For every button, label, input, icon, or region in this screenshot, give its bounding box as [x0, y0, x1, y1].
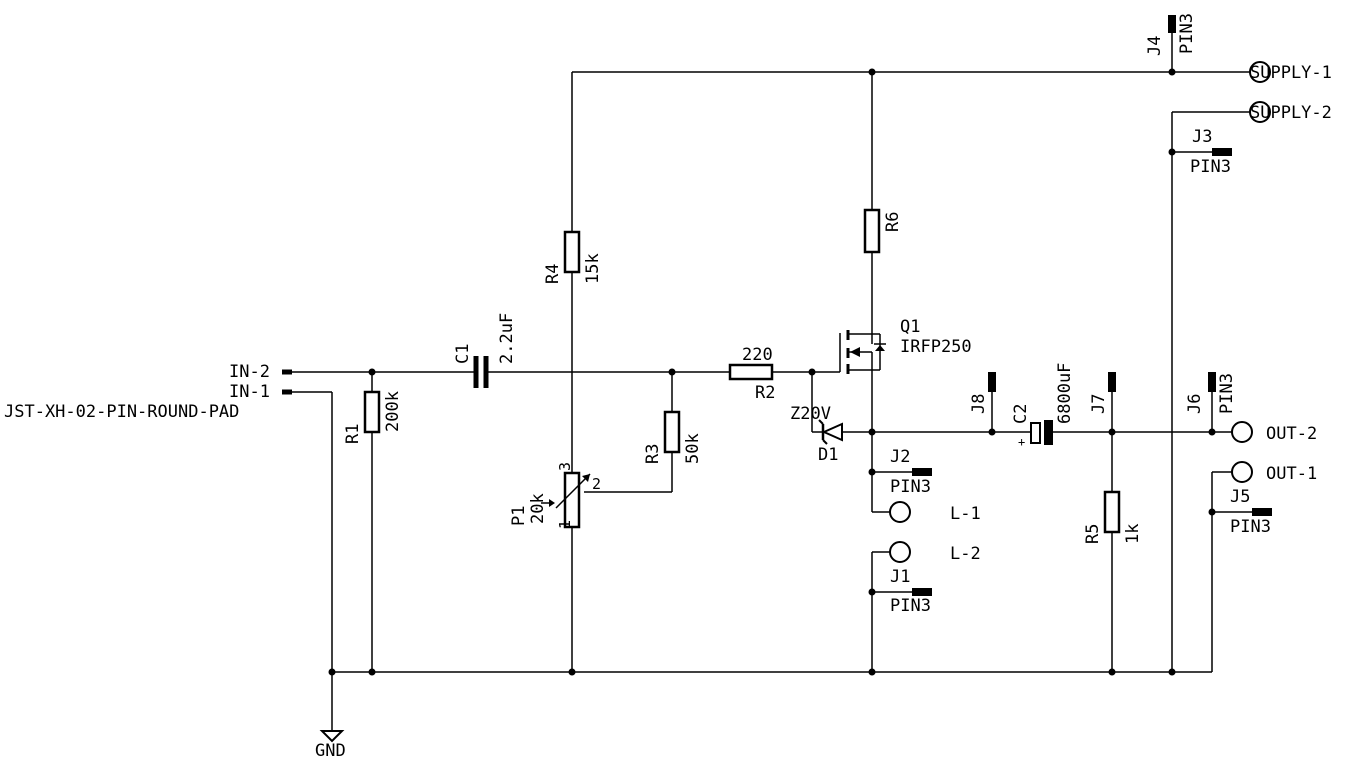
resistor-r1: R1 200k [343, 390, 403, 444]
gnd-label: GND [315, 741, 346, 761]
c2-ref: C2 [1011, 404, 1031, 424]
j8-ref: J8 [969, 394, 989, 414]
jumper-j1: J1 PIN3 [890, 567, 932, 616]
in2-label: IN-2 [229, 362, 270, 382]
j6-ref: J6 [1185, 394, 1205, 414]
j4-type: PIN3 [1177, 13, 1197, 54]
j5-ref: J5 [1230, 487, 1250, 507]
jumper-j6: J6 PIN3 [1185, 372, 1237, 414]
p1-pin2: 2 [592, 475, 601, 493]
capacitor-c2: + C2 6800uF [1011, 363, 1075, 449]
jumper-j4: J4 PIN3 [1145, 13, 1197, 56]
r3-ref: R3 [643, 444, 663, 464]
r3-value: 50k [683, 433, 703, 464]
junction-dot [868, 428, 876, 436]
j3-ref: J3 [1192, 127, 1212, 147]
junction-dot [1168, 668, 1176, 676]
r1-ref: R1 [343, 424, 363, 444]
j7-ref: J7 [1089, 394, 1109, 414]
resistor-r6: R6 [863, 208, 903, 254]
junction-dot [568, 668, 576, 676]
junction-dot [1168, 68, 1176, 76]
junction-dot [1168, 148, 1176, 156]
terminal-supply-2: SUPPLY-2 [1249, 101, 1332, 123]
r2-ref: R2 [755, 383, 775, 403]
terminal-out-1: OUT-1 [1231, 461, 1317, 484]
jumper-j5: J5 PIN3 [1230, 487, 1272, 537]
resistor-r5: R5 1k [1083, 490, 1143, 544]
d1-value: Z20V [790, 404, 831, 424]
junction-dot [868, 468, 876, 476]
junctions [328, 68, 1216, 676]
capacitor-c1: C1 2.2uF [453, 313, 517, 388]
resistor-r3: R3 50k [643, 410, 703, 464]
l-2-label: L-2 [950, 544, 981, 564]
p1-value: 20k [528, 493, 548, 524]
jumper-j2: J2 PIN3 [890, 447, 932, 497]
r5-value: 1k [1123, 524, 1143, 544]
junction-dot [808, 368, 816, 376]
junction-dot [668, 368, 676, 376]
terminal-l-1: L-1 [889, 501, 981, 524]
r6-ref: R6 [883, 212, 903, 232]
in1-label: IN-1 [229, 382, 270, 402]
c1-ref: C1 [453, 344, 473, 364]
j5-type: PIN3 [1230, 517, 1271, 537]
junction-dot [1208, 428, 1216, 436]
connector-label: JST-XH-02-PIN-ROUND-PAD [4, 402, 239, 422]
c2-value: 6800uF [1055, 363, 1075, 424]
j1-ref: J1 [890, 567, 910, 587]
d1-ref: D1 [818, 445, 838, 465]
r1-value: 200k [383, 391, 403, 432]
junction-dot [368, 368, 376, 376]
r2-value: 220 [742, 345, 773, 365]
out-1-label: OUT-1 [1266, 464, 1317, 484]
j2-ref: J2 [890, 447, 910, 467]
junction-dot [328, 668, 336, 676]
jumper-j8: J8 [969, 372, 996, 414]
junction-dot [868, 588, 876, 596]
junction-dot [368, 668, 376, 676]
r4-value: 15k [583, 253, 603, 284]
j2-type: PIN3 [890, 477, 931, 497]
j3-type: PIN3 [1190, 157, 1231, 177]
p1-pin3: 3 [556, 462, 574, 471]
junction-dot [1108, 428, 1116, 436]
gnd-symbol: GND [315, 730, 346, 761]
c2-polarity: + [1018, 435, 1025, 449]
q1-value: IRFP250 [900, 337, 972, 357]
junction-dot [1208, 508, 1216, 516]
junction-dot [868, 68, 876, 76]
p1-ref: P1 [509, 506, 529, 526]
wires [282, 32, 1252, 730]
terminal-out-2: OUT-2 [1231, 421, 1317, 444]
mosfet-q1: Q1 IRFP250 [839, 317, 972, 374]
junction-dot [988, 428, 996, 436]
p1-pin1: 1 [556, 520, 574, 529]
r5-ref: R5 [1083, 524, 1103, 544]
r4-ref: R4 [543, 264, 563, 284]
potentiometer-p1: P1 20k 1 3 2 [509, 462, 601, 529]
l-1-label: L-1 [950, 504, 981, 524]
input-connector: IN-2 IN-1 JST-XH-02-PIN-ROUND-PAD [4, 362, 292, 422]
c1-value: 2.2uF [497, 313, 517, 364]
supply-2-label: SUPPLY-2 [1250, 103, 1332, 123]
jumper-j3: J3 PIN3 [1190, 127, 1232, 177]
zener-d1: Z20V D1 [790, 404, 843, 465]
j4-ref: J4 [1145, 36, 1165, 56]
supply-1-label: SUPPLY-1 [1250, 63, 1332, 83]
j1-type: PIN3 [890, 596, 931, 616]
junction-dot [1108, 668, 1116, 676]
jumper-j7: J7 [1089, 372, 1116, 414]
resistor-r2: 220 R2 [728, 345, 775, 403]
terminal-l-2: L-2 [889, 541, 981, 564]
q1-ref: Q1 [900, 317, 920, 337]
junction-dot [868, 668, 876, 676]
terminal-supply-1: SUPPLY-1 [1249, 61, 1332, 83]
resistor-r4: R4 15k [543, 230, 603, 284]
j6-type: PIN3 [1217, 373, 1237, 414]
out-2-label: OUT-2 [1266, 424, 1317, 444]
